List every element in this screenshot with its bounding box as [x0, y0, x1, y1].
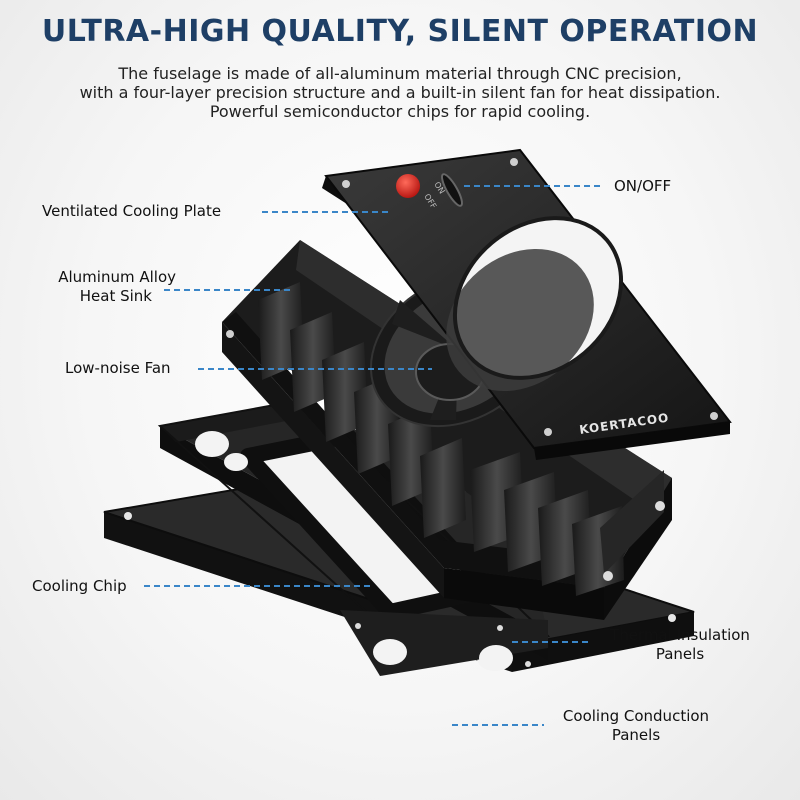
label-cooling-conduction: Cooling Conduction Panels [546, 707, 726, 745]
label-cooling-conduction-line1: Cooling Conduction [562, 707, 710, 725]
label-thermal-insulation-line2: Panels [655, 645, 705, 663]
power-button[interactable] [396, 174, 420, 198]
ventilated-cooling-plate: ON OFF KOERTACOO [322, 148, 732, 460]
label-cooling-chip: Cooling Chip [32, 577, 127, 595]
label-on-off: ON/OFF [614, 177, 672, 195]
label-heat-sink-line1: Aluminum Alloy [58, 268, 176, 286]
description-line: with a four-layer precision structure an… [79, 83, 721, 102]
heat-sink-fins [258, 282, 624, 596]
label-thermal-insulation: Thermal Insulation Panels [592, 626, 768, 664]
leader-lines [144, 185, 602, 726]
label-cooling-conduction-line2: Panels [611, 726, 661, 744]
label-heat-sink: Aluminum Alloy Heat Sink [20, 268, 176, 306]
description-line: The fuselage is made of all-aluminum mat… [118, 64, 682, 83]
label-ventilated-cooling-plate: Ventilated Cooling Plate [42, 202, 222, 220]
label-low-noise-fan: Low-noise Fan [65, 359, 171, 377]
headline: ULTRA-HIGH QUALITY, SILENT OPERATION [41, 14, 759, 49]
label-heat-sink-line2: Heat Sink [79, 287, 152, 305]
description-line: Powerful semiconductor chips for rapid c… [209, 102, 591, 121]
label-thermal-insulation-line1: Thermal Insulation [610, 626, 750, 644]
description: The fuselage is made of all-aluminum mat… [0, 64, 800, 121]
